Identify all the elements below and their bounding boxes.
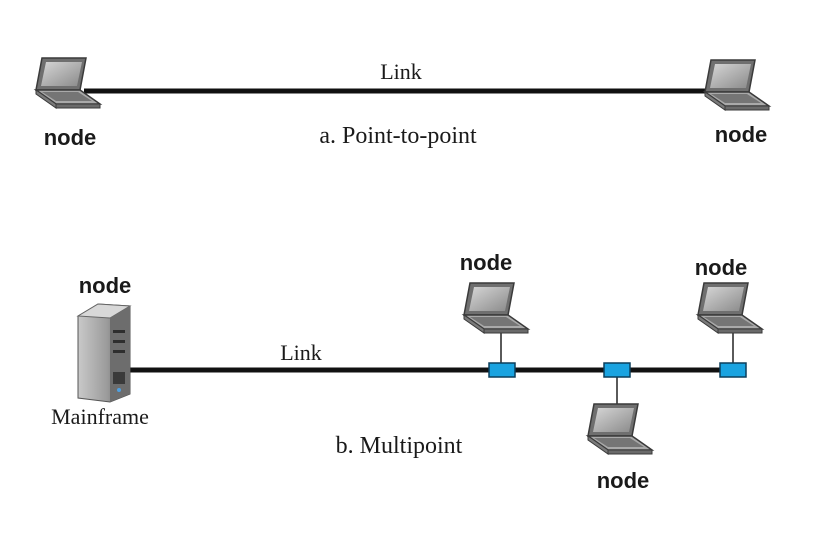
multipoint-link-label: Link — [280, 340, 322, 365]
point-to-point-link-label: Link — [380, 59, 422, 84]
node-label-left: node — [44, 125, 97, 150]
tap-connector — [488, 362, 516, 378]
tap-connector — [719, 362, 747, 378]
laptop-icon — [697, 282, 763, 334]
tap-connector — [603, 362, 631, 378]
point-to-point-caption: a. Point-to-point — [319, 123, 477, 149]
node-label-right: node — [715, 122, 768, 147]
node-label-top-1: node — [460, 250, 513, 275]
multipoint-caption: b. Multipoint — [336, 433, 463, 459]
server-icon — [76, 303, 132, 403]
laptop-icon — [587, 403, 653, 455]
point-to-point-section: Link node node a. Point-to-point — [35, 57, 770, 150]
node-label-bottom: node — [597, 468, 650, 493]
laptop-icon — [463, 282, 529, 334]
node-label-mainframe: node — [79, 273, 132, 298]
mainframe-label: Mainframe — [51, 404, 149, 429]
laptop-icon — [35, 57, 101, 109]
multipoint-section: node Mainframe Link b. Multipoint node n… — [51, 250, 763, 493]
laptop-icon — [704, 59, 770, 111]
node-label-top-2: node — [695, 255, 748, 280]
